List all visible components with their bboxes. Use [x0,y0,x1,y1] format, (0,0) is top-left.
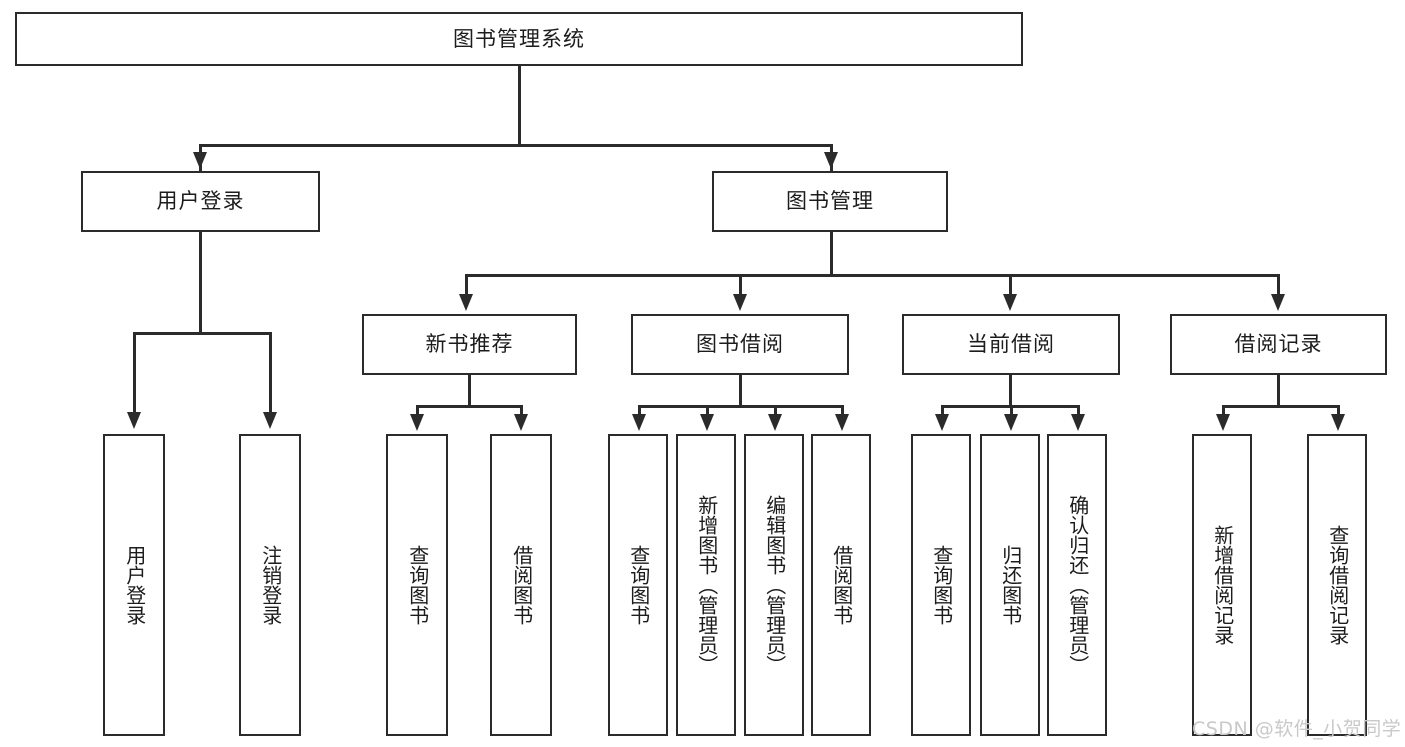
edge-new-book-leaf-2 [520,405,523,421]
node-label: 用户登录 [156,189,245,213]
edge-bm-to-borrow-record [1277,274,1280,304]
arrowhead-root-to-book-management [824,152,838,169]
leaf-current-confirm-return-admin[interactable]: 确认归还（管理员） [1047,434,1107,736]
edge-book-borrow-leaf-2 [706,405,709,421]
leaf-new-book-query-books[interactable]: 查询图书 [386,434,448,736]
edge-new-book-bar [416,405,522,408]
node-current-borrow[interactable]: 当前借阅 [902,314,1120,375]
node-label: 借阅图书 [829,545,854,625]
edge-bm-to-new-book [465,274,468,304]
node-root-book-management-system[interactable]: 图书管理系统 [15,12,1023,66]
node-book-management[interactable]: 图书管理 [712,171,948,232]
leaf-logout[interactable]: 注销登录 [239,434,301,736]
edge-current-borrow-trunk [1009,375,1012,407]
node-label: 图书管理 [786,189,874,213]
node-label: 查询图书 [929,545,954,625]
arrowhead-current-borrow-leaf-3 [1071,414,1085,431]
node-label: 借阅图书 [509,545,534,625]
leaf-borrow-borrow-books[interactable]: 借阅图书 [811,434,871,736]
node-label: 查询借阅记录 [1325,525,1350,645]
edge-book-borrow-leaf-1 [638,405,641,421]
edge-borrow-record-trunk [1277,375,1280,407]
arrowhead-root-to-user-login [193,152,207,169]
leaf-record-query-borrow-record[interactable]: 查询借阅记录 [1307,434,1367,736]
arrowhead-book-borrow-leaf-1 [632,414,646,431]
node-label: 查询图书 [626,545,651,625]
node-label: 新增图书（管理员） [694,495,719,675]
node-label: 新书推荐 [425,332,514,356]
edge-book-management-trunk [830,232,833,276]
arrowhead-user-login-leaf-1 [127,412,141,429]
node-book-borrow[interactable]: 图书借阅 [631,314,849,375]
edge-current-borrow-leaf-1 [941,405,944,421]
arrowhead-bm-book-borrow [733,294,747,311]
arrowhead-new-book-leaf-2 [514,414,528,431]
arrowhead-bm-current-borrow [1003,294,1017,311]
leaf-current-query-books[interactable]: 查询图书 [911,434,971,736]
edge-book-management-bar [465,274,1279,277]
edge-bm-to-current-borrow [1009,274,1012,304]
node-label: 图书借阅 [696,332,784,356]
edge-user-login-bar [133,332,271,335]
edge-user-login-to-leaf-2 [269,332,272,420]
edge-borrow-record-bar [1222,405,1339,408]
leaf-borrow-add-book-admin[interactable]: 新增图书（管理员） [676,434,736,736]
edge-book-borrow-trunk [739,375,742,407]
arrowhead-new-book-leaf-1 [410,414,424,431]
edge-new-book-leaf-1 [416,405,419,421]
edge-book-borrow-leaf-4 [841,405,844,421]
leaf-borrow-query-books[interactable]: 查询图书 [608,434,668,736]
edge-current-borrow-leaf-3 [1077,405,1080,421]
leaf-record-add-borrow-record[interactable]: 新增借阅记录 [1192,434,1252,736]
edge-user-login-to-leaf-1 [133,332,136,420]
edge-root-trunk [518,66,521,146]
node-label: 编辑图书（管理员） [762,495,787,675]
leaf-borrow-edit-book-admin[interactable]: 编辑图书（管理员） [744,434,804,736]
node-new-book-recommend[interactable]: 新书推荐 [362,314,577,375]
edge-new-book-trunk [468,375,471,407]
edge-bm-to-book-borrow [739,274,742,304]
edge-book-borrow-bar [638,405,843,408]
arrowhead-book-borrow-leaf-2 [700,414,714,431]
arrowhead-current-borrow-leaf-1 [935,414,949,431]
node-label: 当前借阅 [967,332,1055,356]
edge-user-login-trunk [199,232,202,334]
node-label: 借阅记录 [1234,332,1323,356]
node-borrow-record[interactable]: 借阅记录 [1170,314,1387,375]
arrowhead-current-borrow-leaf-2 [1004,414,1018,431]
leaf-new-book-borrow-books[interactable]: 借阅图书 [490,434,552,736]
arrowhead-bm-borrow-record [1271,294,1285,311]
edge-root-bar [199,144,832,147]
edge-current-borrow-leaf-2 [1010,405,1013,421]
node-label: 确认归还（管理员） [1065,495,1090,675]
leaf-user-login[interactable]: 用户登录 [103,434,165,736]
node-label: 用户登录 [122,545,147,625]
arrowhead-book-borrow-leaf-3 [768,414,782,431]
node-label: 注销登录 [258,545,283,625]
node-label: 查询图书 [405,545,430,625]
node-label: 归还图书 [998,545,1023,625]
leaf-current-return-books[interactable]: 归还图书 [980,434,1040,736]
edge-book-borrow-leaf-3 [774,405,777,421]
node-label: 图书管理系统 [453,26,585,51]
arrowhead-user-login-leaf-2 [263,412,277,429]
node-label: 新增借阅记录 [1210,525,1235,645]
arrowhead-book-borrow-leaf-4 [835,414,849,431]
edge-borrow-record-leaf-1 [1222,405,1225,421]
csdn-watermark: CSDN @软件_小贺同学 [1192,718,1402,740]
arrowhead-borrow-record-leaf-2 [1331,414,1345,431]
arrowhead-bm-new-book [459,294,473,311]
arrowhead-borrow-record-leaf-1 [1216,414,1230,431]
edge-borrow-record-leaf-2 [1337,405,1340,421]
node-user-login[interactable]: 用户登录 [81,171,320,232]
